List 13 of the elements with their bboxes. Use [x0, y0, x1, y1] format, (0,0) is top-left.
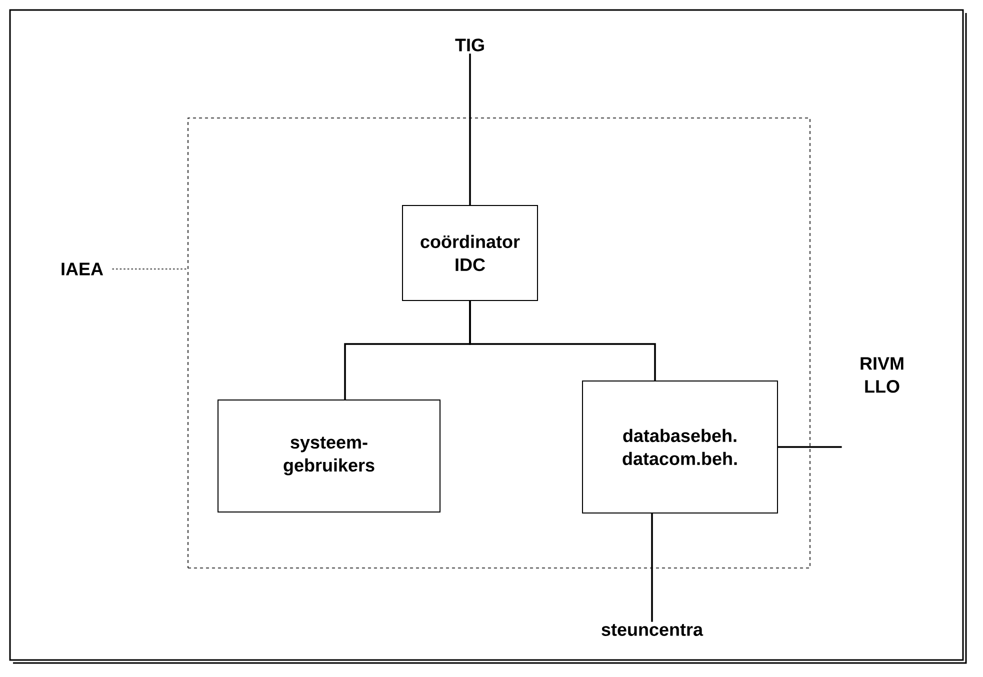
label-text: IAEA	[62, 262, 104, 276]
label-text: steuncentra	[602, 624, 704, 636]
connector-line	[469, 54, 471, 205]
connector-line	[651, 514, 653, 622]
connector-line	[778, 446, 842, 448]
connector-line	[112, 268, 188, 270]
process-box: systeem- gebruikers	[218, 400, 440, 512]
group-frame	[188, 118, 810, 568]
connector-line	[469, 301, 656, 380]
label-text: RIVM LLO	[860, 357, 904, 393]
label-text: TIG	[455, 38, 484, 52]
process-box: databasebeh. datacom.beh.	[582, 380, 778, 514]
process-box: coördinator IDC	[402, 205, 538, 301]
